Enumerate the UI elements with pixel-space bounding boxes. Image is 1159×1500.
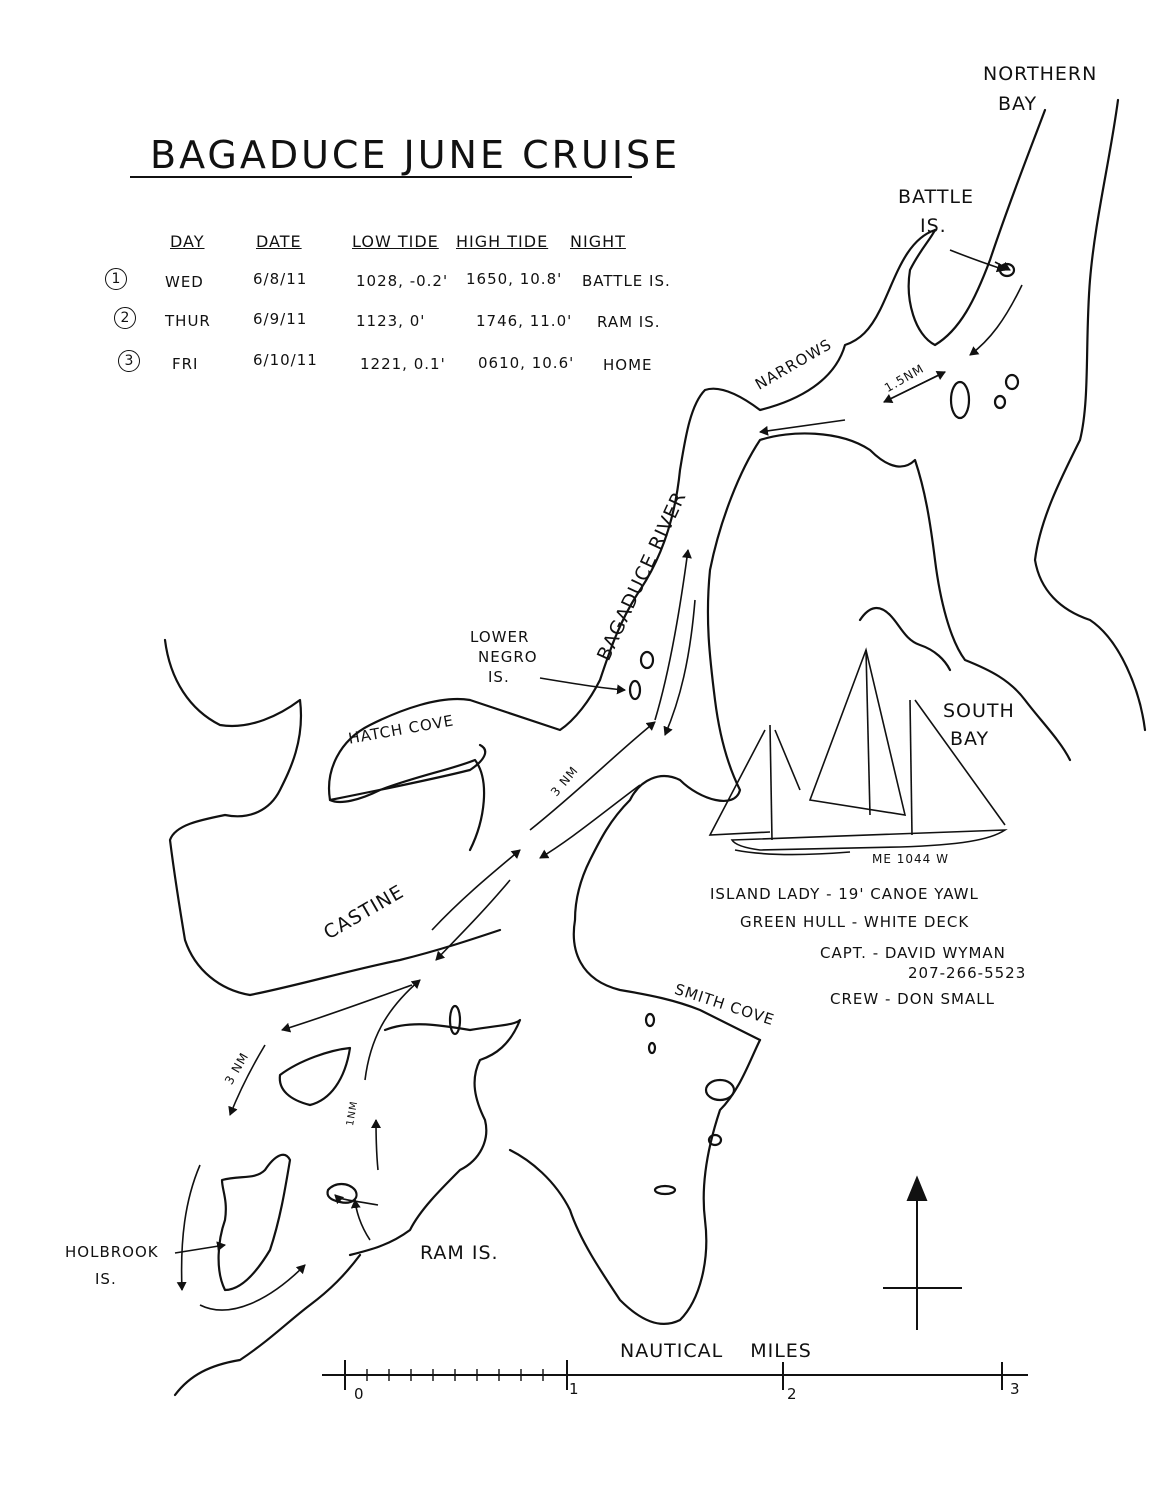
route-arrow: [176, 1164, 201, 1291]
scale-tick-label: 0: [354, 1385, 365, 1403]
label-holbrook-is-2: IS.: [95, 1270, 117, 1288]
route-arrow: [969, 284, 1023, 356]
label-ram-is: RAM IS.: [420, 1242, 499, 1264]
route-arrow: [529, 721, 656, 831]
row-low-tide: 1123, 0': [356, 312, 426, 330]
label-battle-is: BATTLE: [898, 186, 975, 208]
route-arrow: [174, 1241, 226, 1254]
route-arrow: [759, 419, 846, 436]
header-night: NIGHT: [570, 232, 626, 251]
route-arrow: [654, 549, 692, 721]
boat-phone: 207-266-5523: [908, 964, 1027, 982]
island-shape: [707, 1133, 723, 1147]
island-shape: [949, 380, 971, 420]
route-arrow: [371, 1119, 382, 1171]
island-shape: [278, 1046, 352, 1107]
route-arrow: [431, 849, 521, 931]
island-shape: [1004, 373, 1020, 391]
title-underline: [130, 176, 632, 178]
label-holbrook-is: HOLBROOK: [65, 1243, 159, 1261]
header-day: DAY: [170, 232, 205, 251]
island-shape: [639, 650, 655, 670]
boat-crew: CREW - DON SMALL: [830, 990, 995, 1008]
day-number-badge: 2: [114, 307, 136, 329]
row-day: THUR: [165, 312, 211, 330]
route-arrow: [435, 879, 511, 961]
row-date: 6/8/11: [253, 270, 308, 288]
route-arrow: [199, 1264, 306, 1311]
boat-colors: GREEN HULL - WHITE DECK: [740, 913, 970, 931]
row-day: WED: [165, 273, 204, 291]
route-arrow: [228, 1044, 266, 1116]
label-northern-bay-2: BAY: [998, 93, 1038, 115]
day-number-badge: 3: [118, 350, 140, 372]
hatch-cove-shoreline: [328, 743, 487, 802]
label-lower-negro-3: IS.: [488, 668, 510, 686]
island-shape: [628, 679, 642, 701]
row-night: BATTLE IS.: [582, 272, 671, 290]
boat-name: ISLAND LADY - 19' CANOE YAWL: [710, 885, 979, 903]
row-day: FRI: [172, 355, 199, 373]
route-arrow: [539, 677, 626, 695]
row-date: 6/9/11: [253, 310, 308, 328]
route-arrow: [350, 1199, 371, 1241]
header-date: DATE: [256, 232, 302, 251]
north-arrow: [883, 1175, 962, 1330]
island-shape: [644, 1012, 656, 1028]
island-shape: [993, 394, 1007, 410]
label-battle-is-2: IS.: [920, 215, 947, 237]
boat-sail-number: ME 1044 W: [872, 852, 949, 866]
castine-shoreline: [163, 638, 502, 997]
scale-tick-label: 2: [787, 1385, 798, 1403]
route-arrow: [281, 984, 413, 1033]
label-lower-negro-2: NEGRO: [478, 648, 538, 666]
day-number-badge: 1: [105, 268, 127, 290]
row-low-tide: 1028, -0.2': [356, 272, 449, 290]
row-low-tide: 1221, 0.1': [360, 355, 446, 373]
row-high-tide: 0610, 10.6': [478, 354, 575, 372]
map-title: BAGADUCE JUNE CRUISE: [150, 133, 681, 177]
row-night: RAM IS.: [597, 313, 661, 331]
route-arrow: [539, 784, 641, 859]
row-high-tide: 1746, 11.0': [476, 312, 573, 330]
ram-island: [326, 1182, 358, 1204]
route-arrow: [663, 599, 696, 736]
island-shape: [448, 1004, 462, 1036]
scale-tick-label: 1: [569, 1380, 580, 1398]
island-shape: [653, 1184, 677, 1196]
label-lower-negro: LOWER: [470, 628, 530, 646]
row-night: HOME: [603, 356, 653, 374]
north-shoreline: [327, 228, 937, 852]
label-south-bay-2: BAY: [950, 728, 990, 750]
row-date: 6/10/11: [253, 351, 318, 369]
row-high-tide: 1650, 10.8': [466, 270, 563, 288]
route-arrow: [883, 371, 946, 403]
south-shoreline: [173, 1038, 762, 1397]
header-high-tide: HIGH TIDE: [456, 232, 549, 251]
holbrook-island: [217, 1153, 292, 1292]
scale-bar: [322, 1360, 1028, 1390]
boat-captain: CAPT. - DAVID WYMAN: [820, 944, 1006, 962]
sailboat-drawing: [708, 647, 1008, 856]
east-shoreline: [907, 98, 1147, 732]
south-bay-shoreline: [858, 607, 952, 672]
island-shape: [704, 1078, 736, 1102]
island-shape: [647, 1041, 657, 1055]
scale-label: NAUTICAL MILES: [620, 1340, 812, 1362]
header-low-tide: LOW TIDE: [352, 232, 439, 251]
label-south-bay: SOUTH: [943, 700, 1015, 722]
label-northern-bay: NORTHERN: [983, 63, 1098, 85]
scale-tick-label: 3: [1010, 1380, 1021, 1398]
route-arrow: [364, 979, 421, 1081]
peninsula-shoreline: [572, 432, 1072, 1042]
route-arrow: [949, 249, 1006, 273]
route-arrow: [334, 1194, 379, 1206]
island-shape: [348, 1018, 522, 1257]
